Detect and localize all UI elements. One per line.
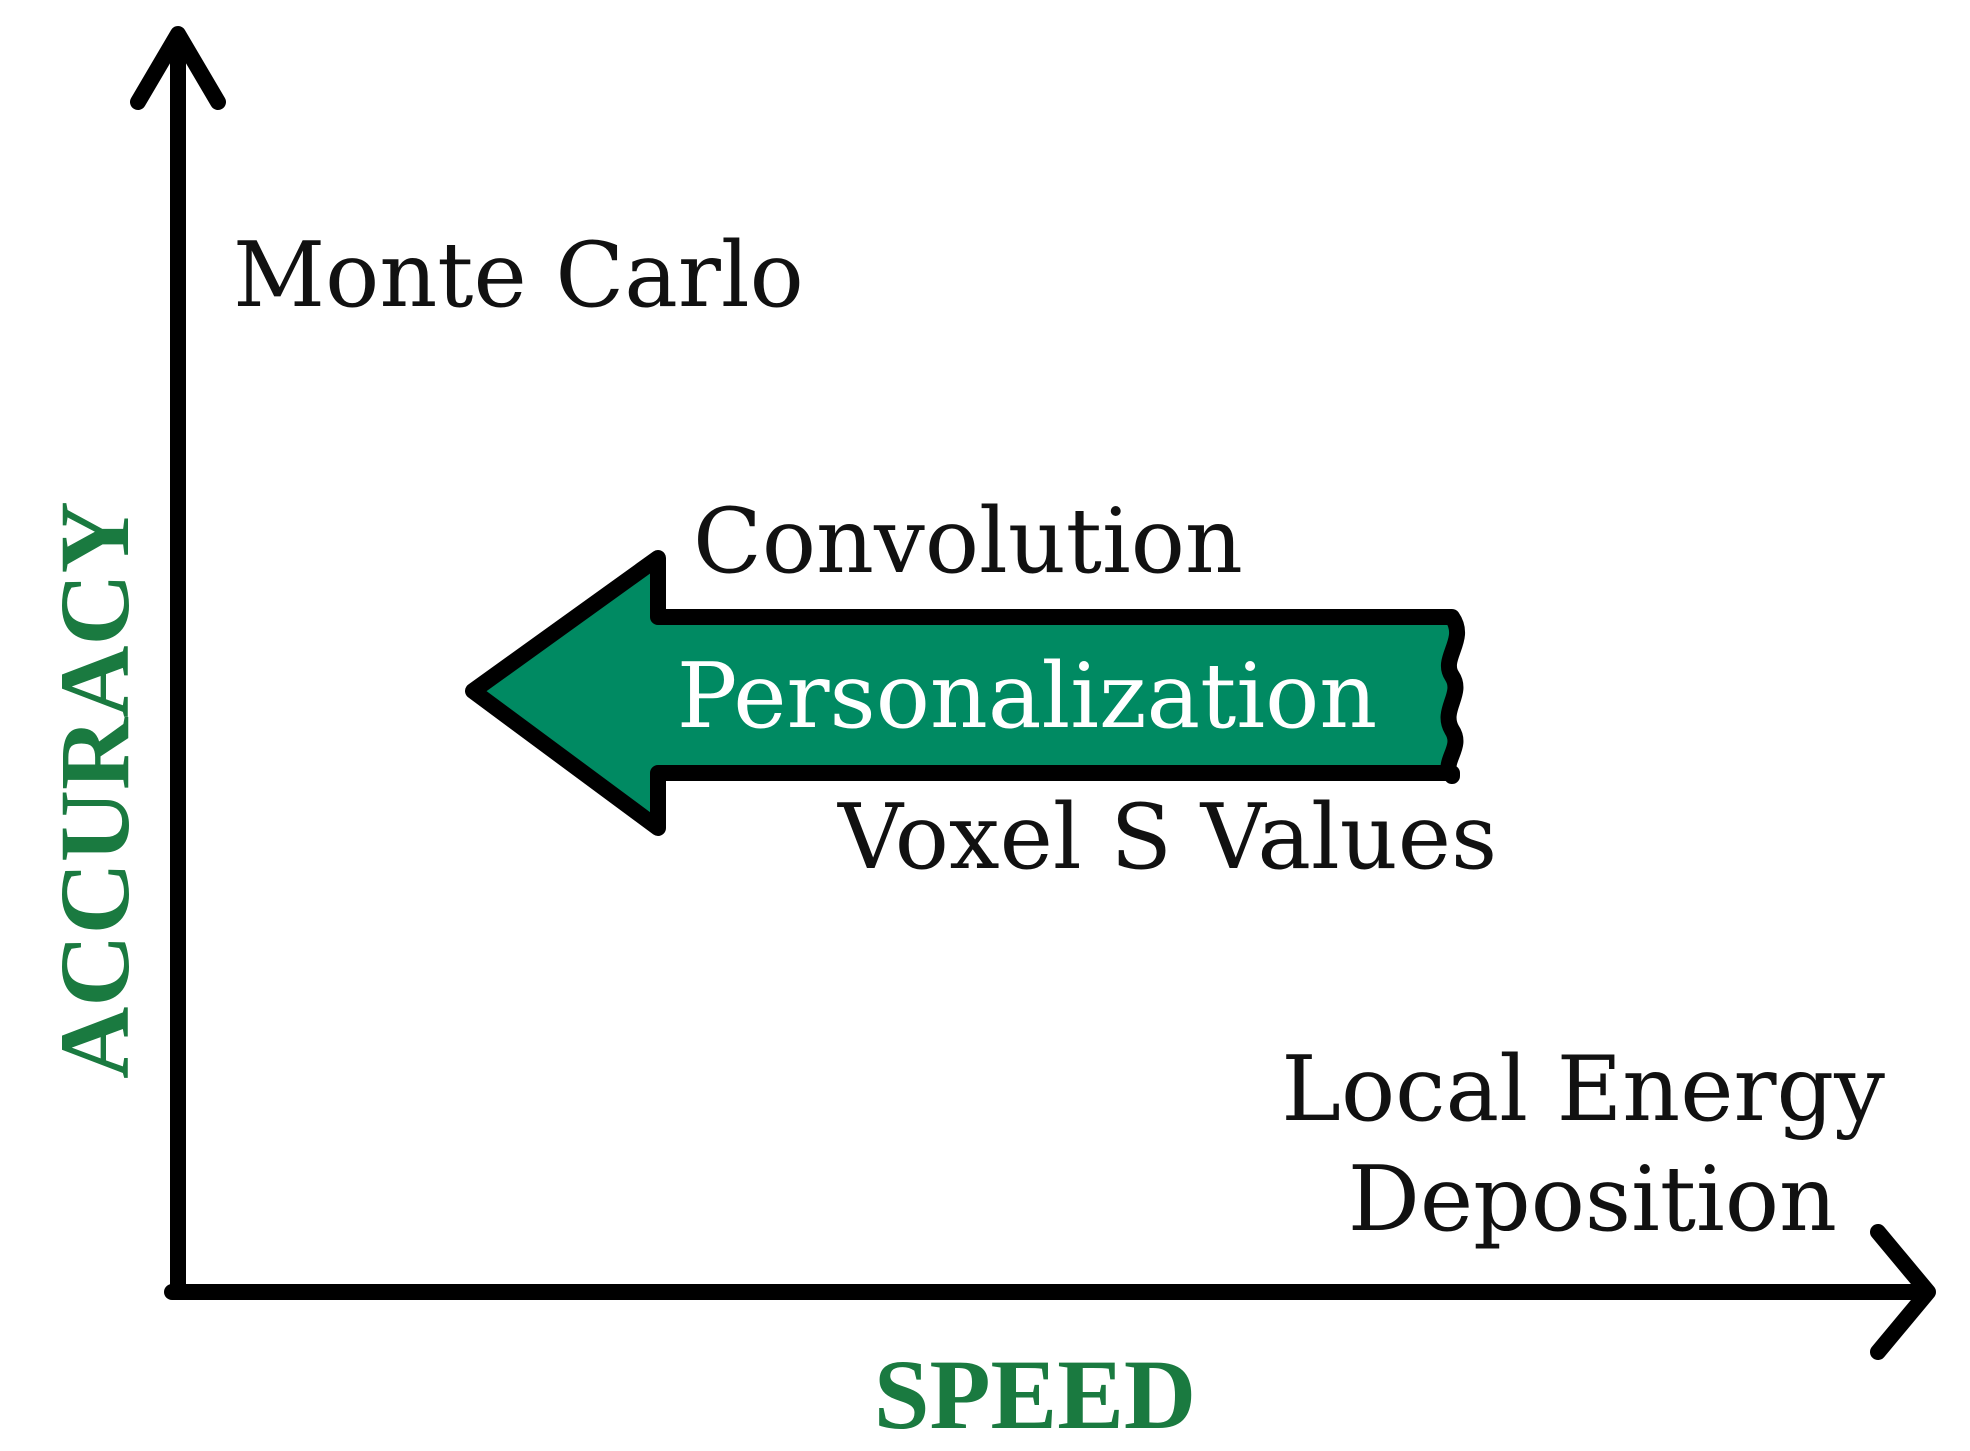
personalization-label: Personalization	[677, 644, 1378, 749]
deposition-label: Deposition	[1348, 1147, 1837, 1252]
x-axis	[164, 1224, 1936, 1360]
x-axis-title: SPEED	[874, 1339, 1196, 1450]
x-axis-arrowhead	[1870, 1224, 1936, 1360]
personalization-arrow-shape	[465, 550, 1465, 836]
local-energy-label: Local Energy	[1281, 1037, 1885, 1142]
convolution-label: Convolution	[693, 489, 1243, 594]
y-axis-arrowhead	[130, 26, 226, 110]
y-axis	[130, 26, 226, 1300]
monte-carlo-label: Monte Carlo	[233, 223, 804, 328]
voxel-s-values-label: Voxel S Values	[837, 785, 1497, 890]
personalization-arrow: Personalization	[465, 550, 1465, 836]
y-axis-title: ACCURACY	[39, 501, 150, 1079]
